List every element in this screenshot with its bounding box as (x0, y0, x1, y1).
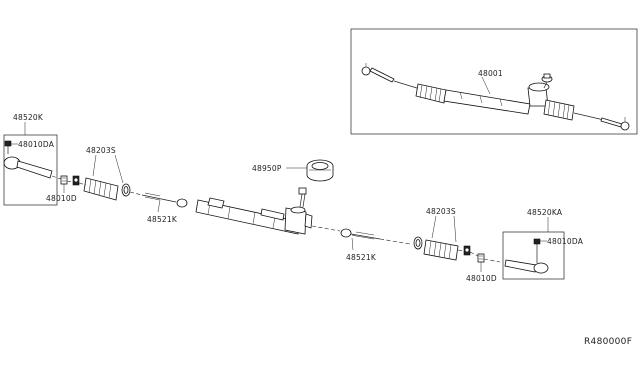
clamp-left-part (72, 175, 80, 186)
label-tie-rod-end-left: 48520K (13, 113, 44, 122)
label-lock-nut-left-bottom: 48010D (46, 194, 77, 203)
boot-right-part (413, 236, 459, 261)
rack-housing-part (195, 187, 313, 235)
alignment-line-right (311, 225, 411, 245)
diagram-reference-code: R480000F (584, 337, 632, 347)
clamp-right-part (463, 245, 471, 256)
alignment-line-right-end (457, 249, 501, 263)
leader-boot-left-b (114, 154, 124, 184)
tie-rod-end-left-part (3, 140, 53, 179)
lock-nut-left-part (60, 175, 68, 185)
leader-inner-socket-left (157, 199, 161, 213)
tie-rod-end-left-frame (3, 134, 58, 206)
leader-boot-right-a (431, 215, 437, 239)
inner-socket-left-part (141, 192, 188, 208)
label-lock-nut-right-bottom: 48010D (466, 274, 497, 283)
label-boot-right: 48203S (426, 207, 456, 216)
label-boot-left: 48203S (86, 146, 116, 155)
label-inner-socket-right: 48521K (346, 253, 377, 262)
label-lock-nut-right-top: 48010DA (547, 237, 584, 246)
inner-socket-right-part (340, 228, 381, 240)
assembly-leader-line (481, 76, 491, 95)
label-assembly: 48001 (478, 69, 503, 78)
label-tie-rod-end-right: 48520KA (527, 208, 563, 217)
boot-left-part (83, 177, 131, 201)
label-lock-nut-left-top: 48010DA (18, 140, 55, 149)
lock-nut-right-part (477, 253, 485, 263)
label-inner-socket-left: 48521K (147, 215, 178, 224)
leader-boot-right-b (453, 215, 457, 243)
pinion-seal-part (306, 159, 334, 182)
alignment-line-left (51, 175, 143, 196)
leader-boot-left-a (92, 154, 97, 177)
leader-inner-socket-right (351, 237, 354, 251)
tie-rod-end-right-frame (502, 231, 565, 280)
assembly-inset-frame (350, 28, 638, 135)
label-pinion-seal: 48950P (252, 164, 282, 173)
assembly-inset-drawing (361, 63, 630, 131)
tie-rod-end-right-part (504, 238, 549, 274)
